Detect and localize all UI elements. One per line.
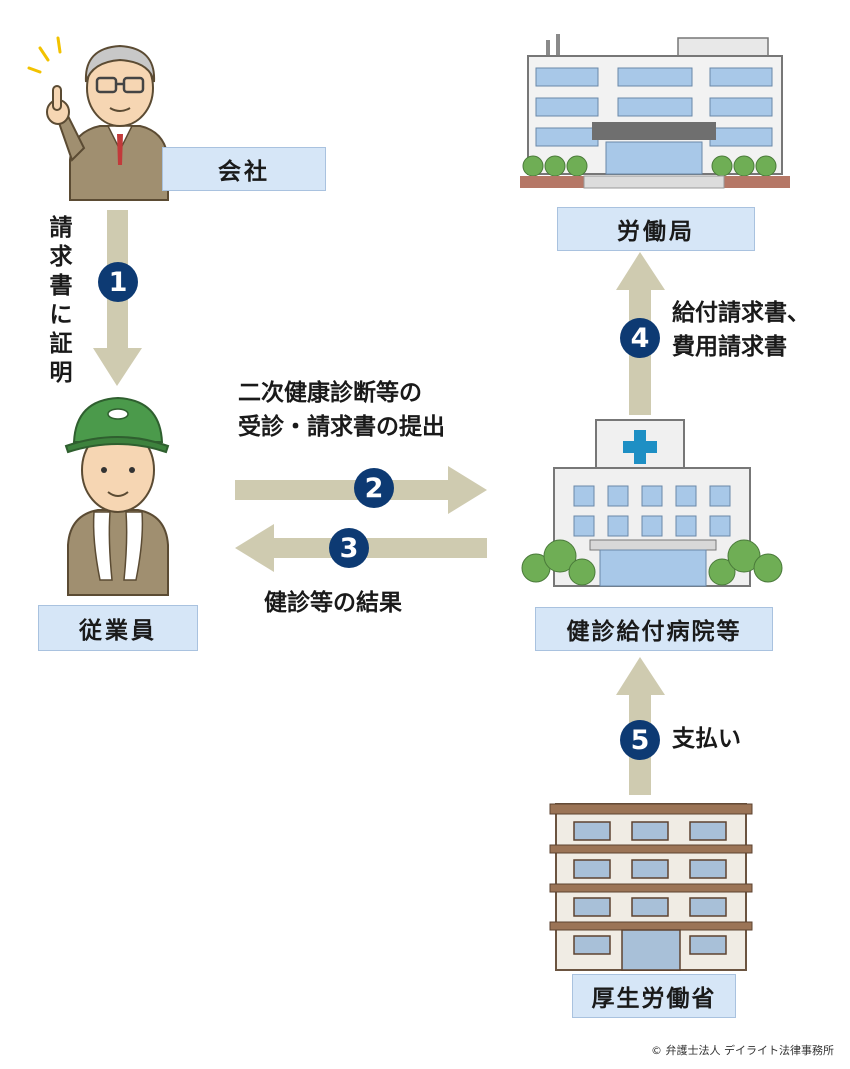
step1-label: 請求書に証明 <box>49 215 73 386</box>
hospital-label: 健診給付病院等 <box>535 607 773 651</box>
step1-badge: 1 <box>98 262 138 302</box>
labor-bureau-label: 労働局 <box>557 207 755 251</box>
step3-label: 健診等の結果 <box>264 590 402 616</box>
employee-label: 従業員 <box>38 605 198 651</box>
step4-badge: 4 <box>620 318 660 358</box>
step2-label-line2: 受診・請求書の提出 <box>238 414 445 440</box>
employee-person-illustration <box>64 396 170 596</box>
step2-badge: 2 <box>354 468 394 508</box>
step3-badge: 3 <box>329 528 369 568</box>
step5-label: 支払い <box>672 726 741 752</box>
ministry-label: 厚生労働省 <box>572 974 736 1018</box>
company-person-illustration <box>27 36 169 201</box>
step5-badge: 5 <box>620 720 660 760</box>
step4-label-line2: 費用請求書 <box>672 334 787 360</box>
company-label: 会社 <box>162 147 326 191</box>
labor-bureau-building-illustration <box>520 34 790 189</box>
step4-label-line1: 給付請求書、 <box>672 300 810 326</box>
step2-label-line1: 二次健康診断等の <box>238 380 422 406</box>
copyright-text: © 弁護士法人 デイライト法律事務所 <box>651 1044 834 1057</box>
hospital-building-illustration <box>521 419 783 587</box>
ministry-building-illustration <box>549 803 753 971</box>
